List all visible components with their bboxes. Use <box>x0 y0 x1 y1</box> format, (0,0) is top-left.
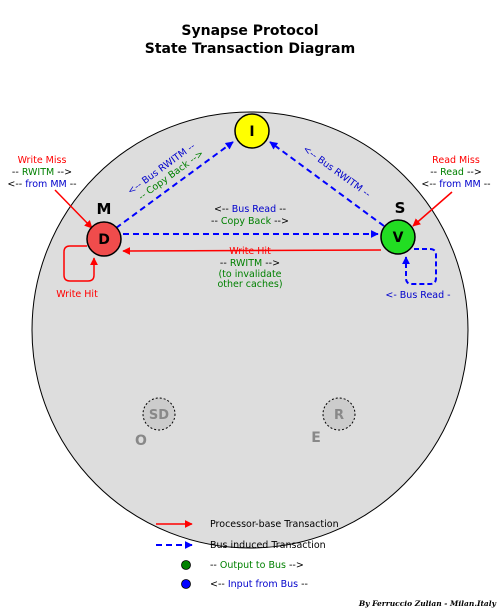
read-miss-read: -- Read --> <box>430 167 482 178</box>
bus-read-v-loop <box>402 248 437 285</box>
legend-input-label: <-- Input from Bus -- <box>210 579 308 590</box>
v-to-d-bus-read: <-- Bus Read -- <box>214 204 286 215</box>
write-hit-v-rwitm: -- RWITM --> <box>220 258 280 269</box>
m-state-letter: M <box>97 200 112 218</box>
bus-v-to-i-arrow <box>269 141 385 227</box>
bus-read-v-label: <- Bus Read - <box>385 290 450 301</box>
legend-output-label: -- Output to Bus --> <box>210 560 304 571</box>
author-credit: By Ferruccio Zulian - Milan.Italy <box>358 599 497 608</box>
sd-state-node <box>142 397 176 431</box>
v-state-label: V <box>393 230 404 246</box>
write-hit-d-label: Write Hit <box>56 289 98 300</box>
s-state-letter: S <box>395 199 406 217</box>
write-miss-title: Write Miss <box>18 155 67 166</box>
read-miss-arrow <box>412 191 453 227</box>
e-state-letter: E <box>311 430 321 446</box>
write-hit-v-to-d-arrow <box>122 246 382 255</box>
legend-input-dot <box>181 579 191 589</box>
title-line-1: Synapse Protocol <box>181 23 318 39</box>
write-hit-v-note-1: (to invalidate <box>218 269 281 280</box>
d-to-v-copy-back: -- Copy Back --> <box>211 216 289 227</box>
read-miss-from-mm: <-- from MM -- <box>421 179 490 190</box>
d-state-node <box>86 221 122 257</box>
i-state-node <box>234 113 270 149</box>
v-state-node <box>380 219 416 255</box>
o-state-letter: O <box>135 433 147 449</box>
write-miss-from-mm: <-- from MM -- <box>7 179 76 190</box>
legend-output-dot <box>181 560 191 570</box>
write-miss-rwitm: -- RWITM --> <box>12 167 72 178</box>
bus-d-to-i-arrow <box>115 141 234 229</box>
title-line-2: State Transaction Diagram <box>145 41 355 57</box>
i-state-label: I <box>249 124 254 140</box>
d-state-label: D <box>98 232 110 248</box>
sd-state-label: SD <box>149 408 169 423</box>
write-hit-v-title: Write Hit <box>229 246 271 257</box>
read-miss-title: Read Miss <box>432 155 480 166</box>
write-hit-v-note-2: other caches) <box>217 279 282 290</box>
write-miss-arrow <box>54 189 93 229</box>
r-state-node <box>322 397 356 431</box>
cache-state-circle <box>31 111 469 549</box>
legend-bus-label: Bus induced Transaction <box>210 540 326 551</box>
r-state-label: R <box>334 408 344 423</box>
write-hit-d-loop <box>63 245 98 282</box>
legend-processor-label: Processor-base Transaction <box>210 519 339 530</box>
